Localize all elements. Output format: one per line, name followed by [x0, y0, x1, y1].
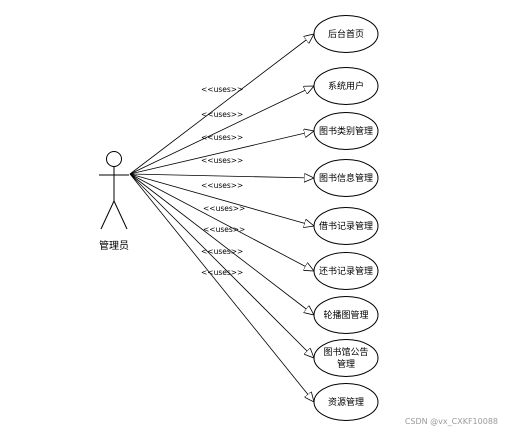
use-case: 借书记录管理: [313, 207, 379, 245]
use-case: 资源管理: [313, 383, 379, 421]
use-case-ellipse: [313, 159, 379, 197]
association-line: [129, 173, 314, 402]
use-case-ellipse: [313, 15, 379, 53]
uses-stereotype-label: <<uses>>: [201, 133, 243, 142]
use-case-ellipse: [313, 207, 379, 245]
use-cases: 后台首页系统用户图书类别管理图书信息管理借书记录管理还书记录管理轮播图管理图书馆…: [313, 15, 379, 421]
use-case-ellipse: [313, 296, 379, 334]
association-line: [129, 131, 314, 175]
association-line: [129, 173, 314, 271]
use-case: 系统用户: [313, 67, 379, 105]
association-line: [129, 86, 314, 175]
use-case-label: 图书信息管理: [319, 172, 373, 184]
use-case-label: 管理: [337, 358, 355, 370]
uses-stereotype-label: <<uses>>: [201, 181, 243, 190]
use-case: 图书信息管理: [313, 159, 379, 197]
uses-stereotype-label: <<uses>>: [201, 247, 243, 256]
actor-name: 管理员: [99, 239, 129, 252]
use-case-label: 系统用户: [328, 80, 364, 92]
stereotype-labels: <<uses>> <<uses>> <<uses>> <<uses>> <<uses>>…: [201, 85, 245, 277]
association-line: [129, 173, 314, 315]
watermark: CSDN @vx_CXKF10088: [405, 417, 498, 426]
use-case-label: 图书馆公告: [323, 346, 368, 358]
use-case: 还书记录管理: [313, 252, 379, 290]
association-line: [129, 34, 314, 175]
uses-stereotype-label: <<uses>>: [201, 156, 243, 165]
actor-left-leg: [100, 200, 115, 230]
use-case: 轮播图管理: [313, 296, 379, 334]
association-line: [129, 173, 314, 226]
use-case: 后台首页: [313, 15, 379, 53]
associations: [129, 34, 314, 402]
uses-stereotype-label: <<uses>>: [201, 85, 243, 94]
use-case-label: 图书类别管理: [319, 125, 373, 137]
use-case-label: 轮播图管理: [323, 309, 368, 321]
use-case-label: 后台首页: [328, 28, 364, 40]
use-case-label: 资源管理: [328, 396, 364, 408]
use-case: 图书类别管理: [313, 112, 379, 150]
use-case-label: 借书记录管理: [319, 220, 373, 232]
actor-right-leg: [113, 200, 128, 230]
use-case-ellipse: [313, 252, 379, 290]
use-case-ellipse: [313, 112, 379, 150]
association-line: [129, 174, 314, 178]
uses-stereotype-label: <<uses>>: [201, 268, 243, 277]
actor-head: [106, 151, 122, 167]
use-case-ellipse: [313, 383, 379, 421]
uses-stereotype-label: <<uses>>: [201, 110, 243, 119]
uses-stereotype-label: <<uses>>: [203, 225, 245, 234]
association-line: [129, 173, 314, 358]
uses-stereotype-label: <<uses>>: [203, 204, 245, 213]
use-case-ellipse: [313, 339, 379, 377]
actor-figure: 管理员: [99, 151, 129, 252]
use-case-ellipse: [313, 67, 379, 105]
use-case-label: 还书记录管理: [319, 265, 373, 277]
